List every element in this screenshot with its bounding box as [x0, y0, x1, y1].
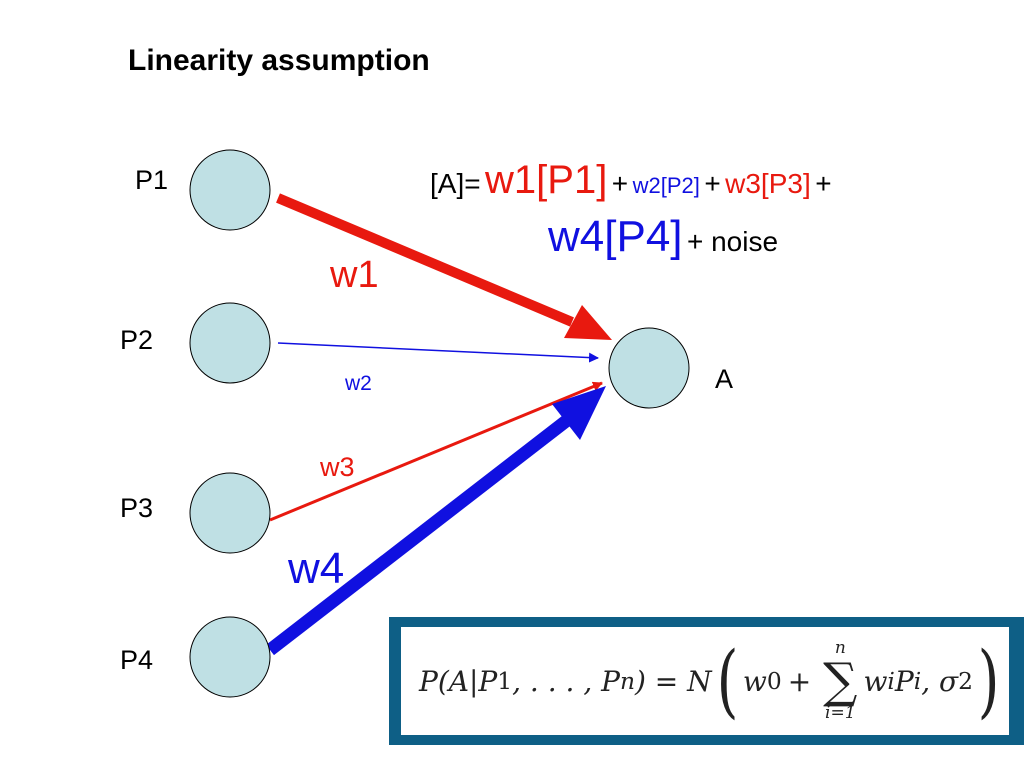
- node-a: [608, 327, 690, 409]
- formula-term-p-sub: i: [913, 667, 922, 695]
- formula-sub-n: n: [619, 667, 635, 695]
- formula-w0: w: [742, 664, 767, 698]
- sum-symbol: ∑: [823, 653, 858, 709]
- node-p4: [189, 616, 271, 698]
- weight-label-w4: w4: [288, 544, 345, 593]
- equation-term-w1p1: w1[P1]: [485, 158, 608, 202]
- weight-label-w1: w1: [330, 254, 379, 296]
- formula-sup-2: 2: [958, 667, 973, 695]
- weight-label-w2: w2: [345, 372, 372, 395]
- node-label-a: A: [715, 364, 734, 394]
- equation-term-w4p4: w4[P4]: [548, 212, 683, 261]
- equation-plus-2: +: [704, 168, 721, 199]
- node-p3: [189, 472, 271, 554]
- formula-mid: , . . . , P: [512, 664, 620, 698]
- node-p2: [189, 302, 271, 384]
- formula-term-p: P: [894, 664, 914, 698]
- sum-lower-limit: i=1: [825, 703, 856, 723]
- formula-sub-0: 0: [766, 667, 782, 695]
- node-label-p2: P2: [120, 325, 154, 355]
- edge-w4: [266, 386, 606, 656]
- node-label-p1: P1: [135, 165, 169, 195]
- equation-line-1: [A]= w1[P1] + w2[P2] + w3[P3] +: [430, 158, 832, 203]
- node-p1: [189, 149, 271, 231]
- node-label-p3: P3: [120, 493, 154, 523]
- formula-sigma: , σ: [921, 664, 959, 698]
- equation-term-w2p2: w2[P2]: [632, 173, 700, 198]
- edge-w1: [276, 193, 612, 340]
- edge-w2: [277, 342, 599, 363]
- weight-label-w3: w3: [320, 452, 355, 482]
- formula-plus: +: [787, 664, 812, 698]
- formula-sub-1: 1: [497, 667, 513, 695]
- formula-term-w-sub: i: [887, 667, 895, 695]
- edge-w3: [269, 381, 603, 522]
- sum-upper-limit: n: [834, 638, 846, 658]
- equation-term-w3p3: w3[P3]: [725, 168, 811, 199]
- equation-plus-1: +: [611, 168, 629, 199]
- equation-plus-3: +: [815, 168, 832, 199]
- equation-line-2: w4[P4] + noise: [548, 212, 778, 262]
- formula-term-w: w: [863, 664, 888, 698]
- equation-noise: + noise: [686, 226, 779, 257]
- equation-lhs: [A]=: [430, 168, 481, 199]
- node-label-p4: P4: [120, 645, 154, 675]
- formula-right-paren: ): [977, 634, 1000, 727]
- formula-eq-n: ) = N: [634, 664, 712, 698]
- formula-left-paren: (: [716, 634, 739, 727]
- formula-summation: n ∑ i=1: [823, 640, 857, 722]
- formula-lhs: P(A|P: [419, 664, 498, 698]
- page-title: Linearity assumption: [128, 44, 430, 77]
